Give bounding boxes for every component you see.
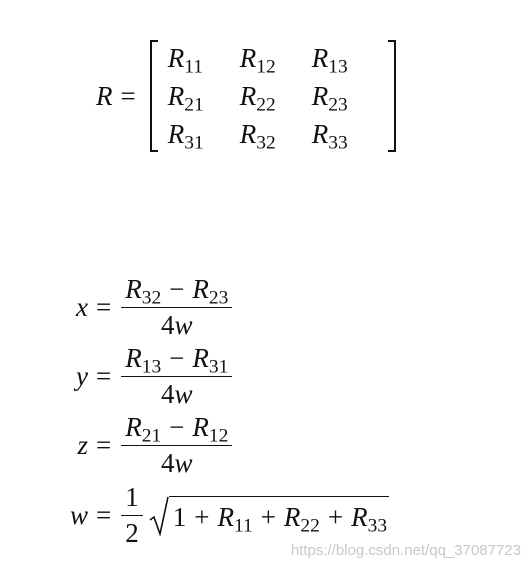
right-bracket <box>387 40 396 152</box>
variable-z: z <box>77 430 88 460</box>
matrix-symbol: R <box>96 80 113 111</box>
fraction: R32−R23 4w <box>121 274 233 341</box>
radical-sign-icon <box>149 496 169 536</box>
fraction-bar <box>121 376 233 377</box>
matrix-entry: R22 <box>239 80 276 115</box>
matrix-entry: R12 <box>239 42 276 77</box>
denominator: 4w <box>161 379 193 409</box>
equals-sign: = <box>120 80 136 111</box>
equation-x: x = R32−R23 4w <box>62 274 233 341</box>
variable-w: w <box>69 500 88 530</box>
equation-z: z = R21−R12 4w <box>62 412 233 479</box>
numerator: 1 <box>125 482 139 512</box>
denominator: 2 <box>125 518 139 548</box>
denominator: 4w <box>161 310 193 340</box>
equals-sign: = <box>96 430 112 460</box>
equals-sign: = <box>96 500 112 530</box>
matrix-entry: R33 <box>311 118 348 153</box>
equals-sign: = <box>96 361 112 391</box>
variable-y: y <box>76 361 88 391</box>
equals-sign: = <box>96 292 112 322</box>
fraction-one-half: 1 2 <box>121 482 143 549</box>
fraction: R13−R31 4w <box>121 343 233 410</box>
radicand: 1+R11+R22+R33 <box>168 495 390 536</box>
fraction-bar <box>121 515 143 516</box>
square-root: 1+R11+R22+R33 <box>149 495 390 536</box>
watermark-url: https://blog.csdn.net/qq_37087723 <box>290 542 521 559</box>
fraction: R21−R12 4w <box>121 412 233 479</box>
variable-x: x <box>76 292 88 322</box>
equation-y: y = R13−R31 4w <box>62 343 233 410</box>
matrix-entry: R21 <box>167 80 204 115</box>
numerator: R32−R23 <box>125 274 229 309</box>
denominator: 4w <box>161 448 193 478</box>
matrix-entry: R13 <box>311 42 348 77</box>
fraction-bar <box>121 307 233 308</box>
numerator: R13−R31 <box>125 343 229 378</box>
matrix-entry: R32 <box>239 118 276 153</box>
numerator: R21−R12 <box>125 412 229 447</box>
fraction-bar <box>121 445 233 446</box>
equation-w: w = 1 2 1+R11+R22+R33 <box>62 482 390 549</box>
matrix-entry: R31 <box>167 118 204 153</box>
matrix-entry: R11 <box>167 42 203 77</box>
left-bracket <box>149 40 158 152</box>
matrix-entry: R23 <box>311 80 348 115</box>
matrix-grid: R11 R12 R13 R21 R22 R23 R31 R32 R33 <box>158 39 388 153</box>
rotation-matrix-definition: R = R11 R12 R13 R21 R22 R23 R31 R32 R33 <box>96 40 396 152</box>
